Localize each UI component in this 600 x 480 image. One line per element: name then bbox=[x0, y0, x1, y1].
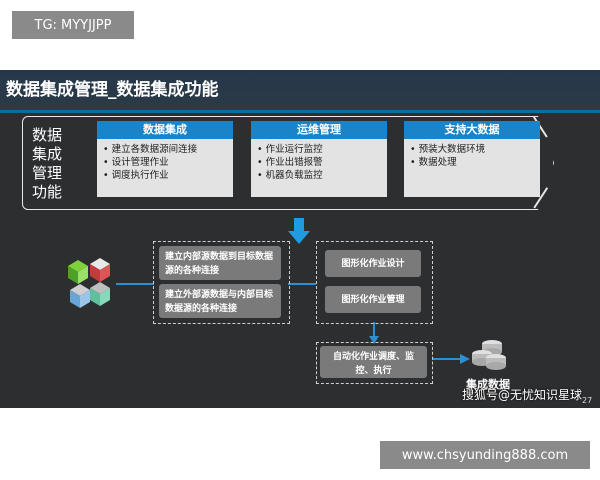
connector-line bbox=[288, 283, 316, 285]
arrowhead-icon bbox=[369, 336, 379, 344]
down-arrow-icon bbox=[288, 218, 310, 244]
list-item: • 作业出错报警 bbox=[257, 157, 323, 168]
tg-watermark-badge: TG: MYYJJPP bbox=[12, 11, 134, 39]
list-item-text: 建立各数据源间连接 bbox=[111, 144, 198, 155]
arrowhead-icon bbox=[460, 354, 470, 364]
panel-title: 运维管理 bbox=[251, 121, 387, 139]
graphical-group bbox=[316, 241, 433, 324]
panel-list: • 预装大数据环境 • 数据处理 bbox=[404, 143, 540, 169]
title-rule bbox=[0, 110, 600, 113]
connector-line bbox=[373, 322, 375, 342]
step-auto-schedule: 自动化作业调度、监控、执行 bbox=[320, 346, 427, 378]
panel-big-data: 支持大数据 • 预装大数据环境 • 数据处理 bbox=[404, 121, 540, 197]
function-frame bbox=[22, 116, 554, 210]
result-label: 集成数据 bbox=[466, 378, 510, 391]
list-item: • 机器负载监控 bbox=[257, 170, 323, 181]
list-item: • 作业运行监控 bbox=[257, 144, 323, 155]
data-sources-cluster-icon bbox=[68, 258, 110, 308]
panel-list: • 建立各数据源间连接 • 设计管理作业 • 调度执行作业 bbox=[97, 143, 233, 182]
slide: 数据集成管理_数据集成功能 数据集成管理功能 数据集成 • 建立各数据源间连接 … bbox=[0, 70, 600, 408]
list-item: • 设计管理作业 bbox=[103, 157, 169, 168]
list-item-text: 预装大数据环境 bbox=[418, 144, 486, 155]
step-graphical-design: 图形化作业设计 bbox=[325, 250, 421, 277]
list-item-text: 作业出错报警 bbox=[265, 157, 323, 168]
slide-title: 数据集成管理_数据集成功能 bbox=[0, 70, 600, 110]
connector-line bbox=[432, 358, 466, 360]
list-item-text: 调度执行作业 bbox=[111, 170, 169, 181]
database-stack-icon bbox=[472, 340, 506, 370]
list-item-text: 机器负载监控 bbox=[265, 170, 323, 181]
panel-title: 数据集成 bbox=[97, 121, 233, 139]
list-item: • 调度执行作业 bbox=[103, 170, 169, 181]
list-item-text: 设计管理作业 bbox=[111, 157, 169, 168]
connection-group bbox=[153, 241, 290, 324]
automation-group bbox=[316, 342, 433, 384]
sohu-watermark: 搜狐号@无忧知识星球 bbox=[462, 388, 583, 402]
step-graphical-manage: 图形化作业管理 bbox=[325, 286, 421, 313]
list-item: • 数据处理 bbox=[410, 157, 457, 168]
list-item: • 预装大数据环境 bbox=[410, 144, 486, 155]
url-watermark-badge: www.chsyunding888.com bbox=[380, 441, 590, 469]
panel-list: • 作业运行监控 • 作业出错报警 • 机器负载监控 bbox=[251, 143, 387, 182]
panel-operations: 运维管理 • 作业运行监控 • 作业出错报警 • 机器负载监控 bbox=[251, 121, 387, 197]
page-number: 27 bbox=[582, 396, 593, 405]
step-connect-internal: 建立内部源数据到目标数据源的各种连接 bbox=[159, 246, 281, 280]
function-label: 数据集成管理功能 bbox=[32, 126, 63, 201]
panel-title: 支持大数据 bbox=[404, 121, 540, 139]
list-item-text: 作业运行监控 bbox=[265, 144, 323, 155]
connector-line bbox=[116, 283, 154, 285]
panel-data-integration: 数据集成 • 建立各数据源间连接 • 设计管理作业 • 调度执行作业 bbox=[97, 121, 233, 197]
step-connect-external: 建立外部源数据与内部目标数据源的各种连接 bbox=[159, 284, 281, 318]
list-item-text: 数据处理 bbox=[418, 157, 457, 168]
list-item: • 建立各数据源间连接 bbox=[103, 144, 198, 155]
